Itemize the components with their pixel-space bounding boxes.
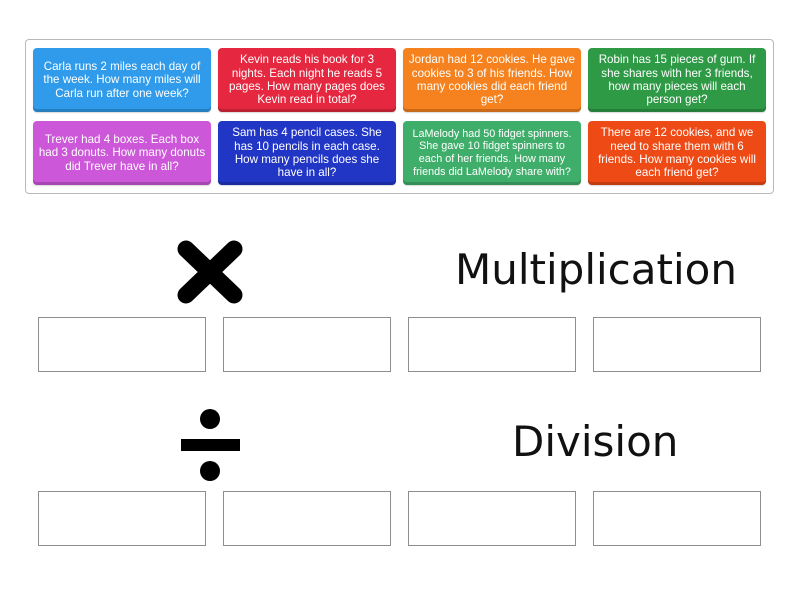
card-text: There are 12 cookies, and we need to sha… [598,126,756,180]
division-drop-slot-1[interactable] [38,491,206,546]
division-drop-slot-4[interactable] [593,491,761,546]
card-kevin[interactable]: Kevin reads his book for 3 nights. Each … [218,48,396,112]
card-jordan[interactable]: Jordan had 12 cookies. He gave cookies t… [403,48,581,112]
card-text: Jordan had 12 cookies. He gave cookies t… [408,53,576,107]
card-cookies-share[interactable]: There are 12 cookies, and we need to sha… [588,121,766,185]
card-text: Carla runs 2 miles each day of the week.… [43,59,201,100]
card-text: LaMelody had 50 fidget spinners. She gav… [412,127,572,178]
card-text: Kevin reads his book for 3 nights. Each … [229,53,385,107]
multiplication-drop-slot-4[interactable] [593,317,761,372]
division-icon [180,408,242,484]
card-lamelody[interactable]: LaMelody had 50 fidget spinners. She gav… [403,121,581,185]
multiplication-heading: Multiplication [455,245,737,294]
card-carla[interactable]: Carla runs 2 miles each day of the week.… [33,48,211,112]
card-trever[interactable]: Trever had 4 boxes. Each box had 3 donut… [33,121,211,185]
card-text: Sam has 4 pencil cases. She has 10 penci… [232,126,382,180]
multiplication-drop-slot-2[interactable] [223,317,391,372]
division-drop-slot-3[interactable] [408,491,576,546]
card-robin[interactable]: Robin has 15 pieces of gum. If she share… [588,48,766,112]
card-sam[interactable]: Sam has 4 pencil cases. She has 10 penci… [218,121,396,185]
multiplication-drop-slot-1[interactable] [38,317,206,372]
division-heading: Division [512,417,679,466]
multiplication-drop-slot-3[interactable] [408,317,576,372]
card-text: Trever had 4 boxes. Each box had 3 donut… [38,132,206,173]
division-drop-slot-2[interactable] [223,491,391,546]
multiplication-icon [174,238,246,306]
card-text: Robin has 15 pieces of gum. If she share… [598,53,756,107]
